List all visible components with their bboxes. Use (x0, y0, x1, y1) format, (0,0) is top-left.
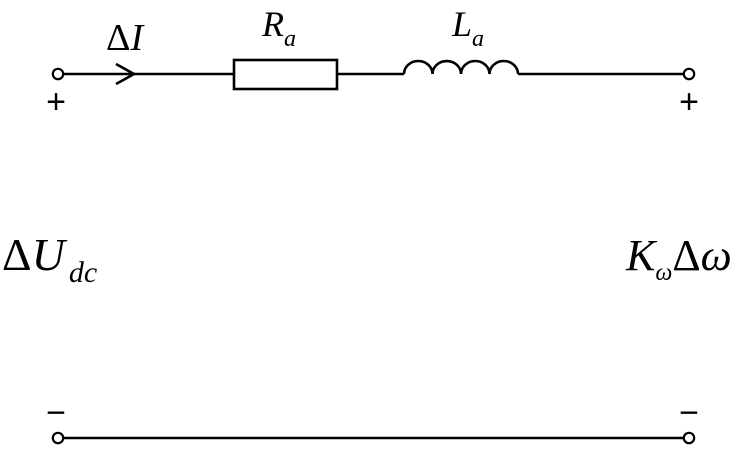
right-voltage-label: KωΔω (625, 231, 732, 286)
inductor-la (402, 59, 520, 75)
current-arrow-icon (115, 62, 137, 86)
terminal-bottom-right (682, 431, 696, 445)
sign-bottom-right: − (679, 394, 699, 432)
inductor-label-symbol: L (451, 4, 472, 44)
resistor-ra (232, 58, 339, 91)
current-label-symbol: I (129, 17, 145, 59)
right-voltage-subscript: ω (655, 260, 672, 286)
sign-top-right: + (679, 83, 699, 121)
resistor-label: Ra (261, 4, 296, 52)
current-label-delta: Δ (106, 17, 130, 59)
left-voltage-delta: Δ (2, 229, 32, 280)
right-voltage-delta: Δ (672, 231, 700, 280)
current-label: ΔI (106, 17, 145, 59)
right-voltage-variable: ω (701, 231, 732, 280)
resistor-label-subscript: a (284, 26, 296, 52)
left-voltage-symbol: U (32, 229, 68, 280)
terminal-top-left (51, 67, 65, 81)
terminal-top-right (682, 67, 696, 81)
left-voltage-subscript: dc (69, 256, 97, 289)
sign-top-left: + (46, 83, 66, 121)
inductor-label: La (451, 4, 484, 52)
sign-bottom-left: − (46, 394, 66, 432)
resistor-label-symbol: R (261, 4, 284, 44)
terminal-bottom-left (51, 431, 65, 445)
right-voltage-symbol: K (625, 231, 658, 280)
inductor-label-subscript: a (472, 26, 484, 52)
